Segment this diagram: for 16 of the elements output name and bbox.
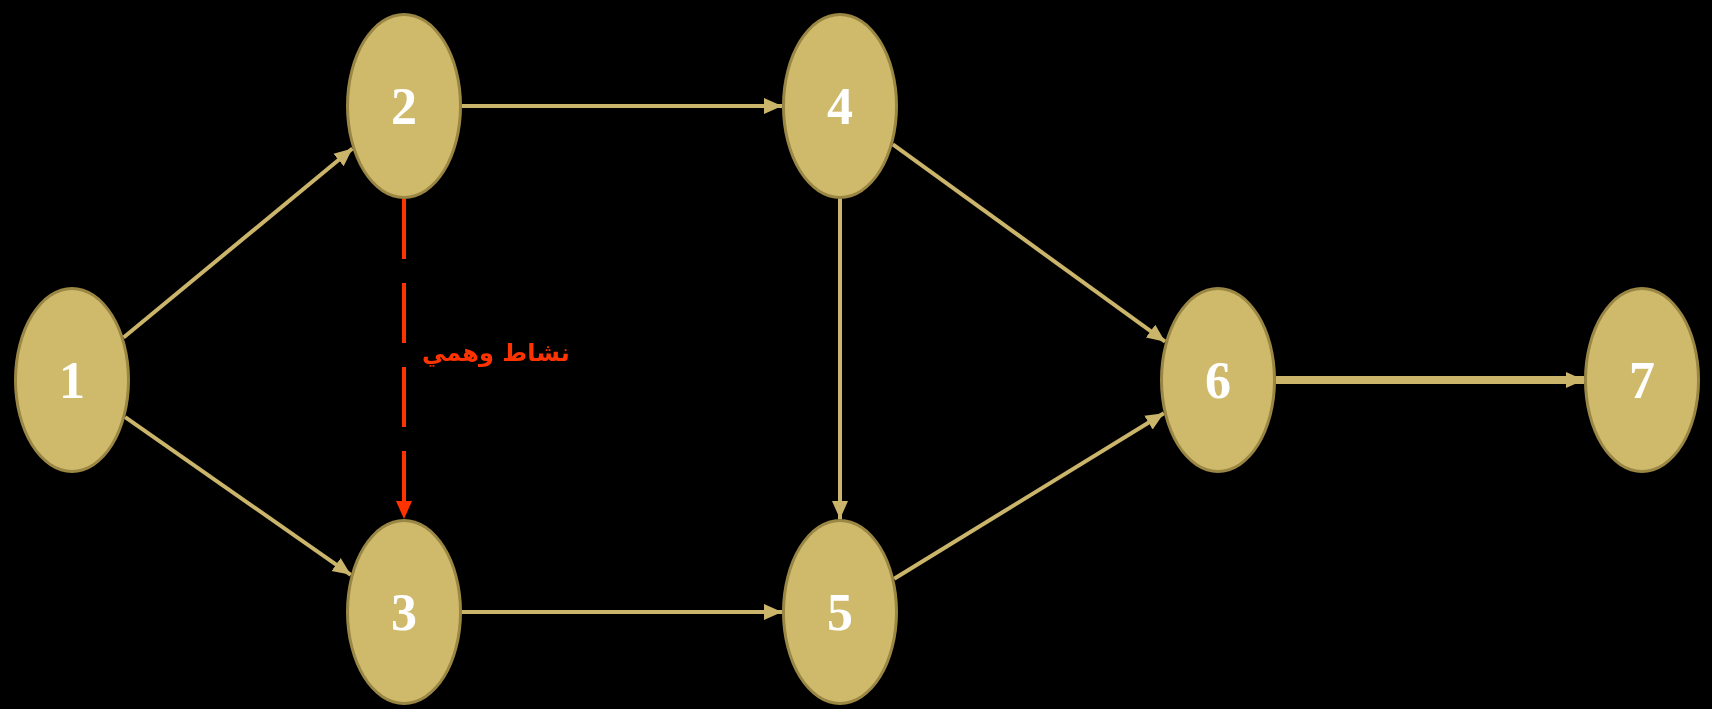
arrow [891,142,1167,344]
arrow [893,411,1165,581]
event-circle: 1 [14,287,130,473]
arrow [124,415,352,577]
arrow [1276,372,1584,388]
arrow [396,199,412,519]
event-circle: 4 [782,13,898,199]
arrow [462,98,782,114]
event-circle: 5 [782,519,898,705]
arrow [122,147,354,339]
event-circle: 2 [346,13,462,199]
event-circle: 6 [1160,287,1276,473]
event-circle: 3 [346,519,462,705]
arrow [462,604,782,620]
arrow [832,199,848,519]
event-circle: 7 [1584,287,1700,473]
